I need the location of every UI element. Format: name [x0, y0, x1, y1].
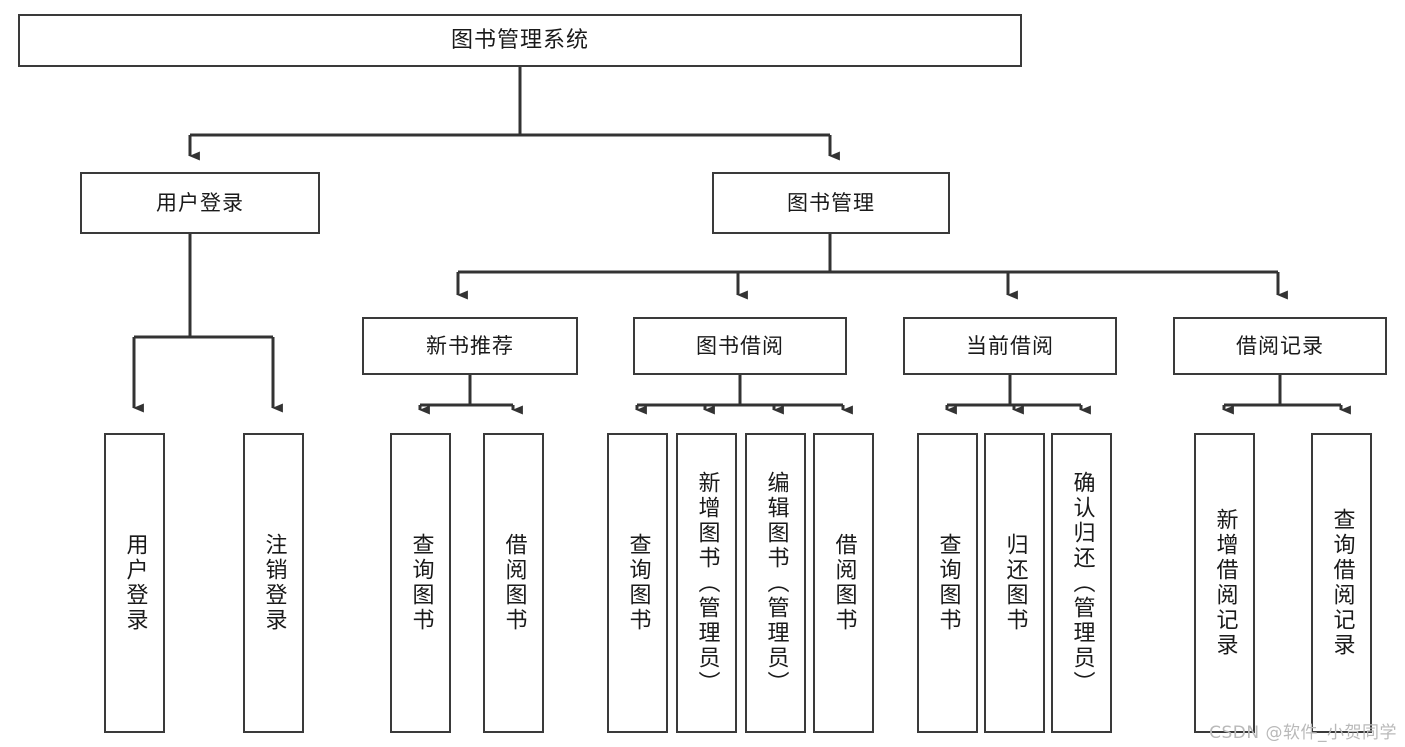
leaf-current-borrow-return[interactable]: 归还图书	[984, 433, 1045, 733]
leaf-new-book-query[interactable]: 查询图书	[390, 433, 451, 733]
leaf-book-borrow-query[interactable]: 查询图书	[607, 433, 668, 733]
node-label: 编辑图书（管理员）	[763, 470, 789, 696]
node-label: 借阅记录	[1236, 333, 1324, 358]
node-borrow-record[interactable]: 借阅记录	[1173, 317, 1387, 375]
node-label: 新增图书（管理员）	[694, 470, 720, 696]
node-label: 图书借阅	[696, 333, 784, 358]
node-label: 注销登录	[261, 533, 287, 633]
node-label: 查询图书	[625, 533, 651, 633]
node-book-borrow[interactable]: 图书借阅	[633, 317, 847, 375]
leaf-book-borrow-edit[interactable]: 编辑图书（管理员）	[745, 433, 806, 733]
leaf-new-book-borrow[interactable]: 借阅图书	[483, 433, 544, 733]
node-label: 借阅图书	[501, 533, 527, 633]
node-label: 当前借阅	[966, 333, 1054, 358]
node-root-book-management-system[interactable]: 图书管理系统	[18, 14, 1022, 67]
node-book-management[interactable]: 图书管理	[712, 172, 950, 234]
node-label: 查询图书	[408, 533, 434, 633]
node-label: 借阅图书	[831, 533, 857, 633]
leaf-borrow-record-add[interactable]: 新增借阅记录	[1194, 433, 1255, 733]
leaf-book-borrow-add[interactable]: 新增图书（管理员）	[676, 433, 737, 733]
node-label: 新增借阅记录	[1212, 508, 1238, 658]
leaf-book-borrow-lend[interactable]: 借阅图书	[813, 433, 874, 733]
node-label: 新书推荐	[426, 333, 514, 358]
node-label: 确认归还（管理员）	[1069, 470, 1095, 696]
node-label: 查询图书	[935, 533, 961, 633]
node-new-book-recommend[interactable]: 新书推荐	[362, 317, 578, 375]
leaf-user-login-signout[interactable]: 注销登录	[243, 433, 304, 733]
leaf-current-borrow-confirm-return[interactable]: 确认归还（管理员）	[1051, 433, 1112, 733]
node-label: 图书管理	[787, 190, 875, 215]
node-current-borrow[interactable]: 当前借阅	[903, 317, 1117, 375]
node-user-login[interactable]: 用户登录	[80, 172, 320, 234]
node-label: 用户登录	[156, 190, 244, 215]
leaf-borrow-record-query[interactable]: 查询借阅记录	[1311, 433, 1372, 733]
watermark-text: CSDN @软件_小贺同学	[1209, 723, 1397, 743]
node-label: 查询借阅记录	[1329, 508, 1355, 658]
leaf-current-borrow-query[interactable]: 查询图书	[917, 433, 978, 733]
leaf-user-login-signin[interactable]: 用户登录	[104, 433, 165, 733]
node-label: 归还图书	[1002, 533, 1028, 633]
node-label: 图书管理系统	[450, 27, 589, 53]
node-label: 用户登录	[122, 533, 148, 633]
